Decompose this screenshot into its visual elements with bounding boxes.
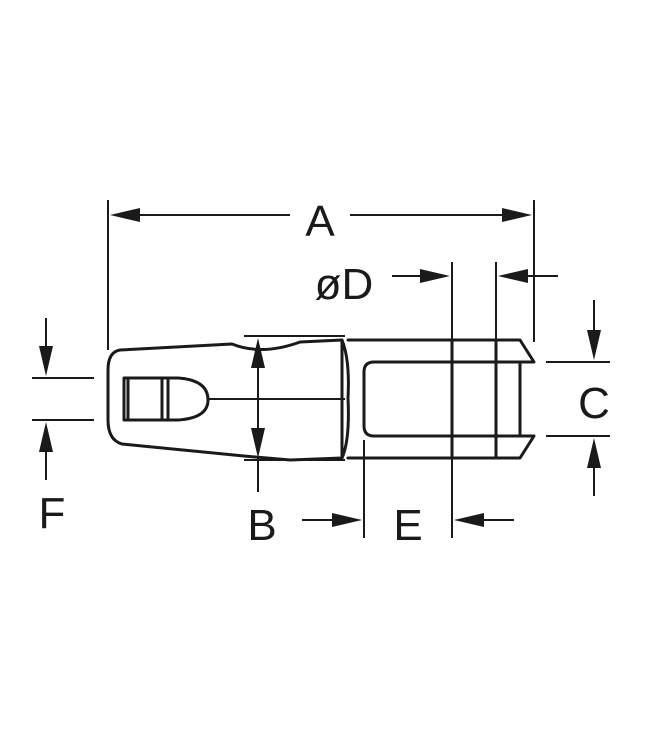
swivel-jaw bbox=[346, 338, 536, 460]
dimension-f-label: F bbox=[39, 489, 66, 538]
dimension-a bbox=[110, 208, 532, 222]
dimension-e-label: E bbox=[393, 501, 422, 550]
dimension-c-label: C bbox=[578, 379, 610, 428]
eye-slot bbox=[122, 376, 210, 422]
extension-lines bbox=[32, 200, 610, 538]
dimension-e bbox=[302, 513, 514, 527]
jaw-opening bbox=[362, 360, 522, 438]
dimension-a-label: A bbox=[305, 197, 335, 246]
dimension-c bbox=[587, 300, 601, 496]
dimension-d-label: øD bbox=[315, 260, 374, 309]
swivel-joint bbox=[340, 338, 350, 460]
swivel-left-body bbox=[106, 338, 344, 462]
dimension-f bbox=[39, 318, 53, 480]
dimension-d bbox=[392, 269, 558, 283]
dimension-b bbox=[251, 338, 265, 492]
swivel-part bbox=[106, 338, 536, 462]
dimension-b-label: B bbox=[247, 501, 276, 550]
